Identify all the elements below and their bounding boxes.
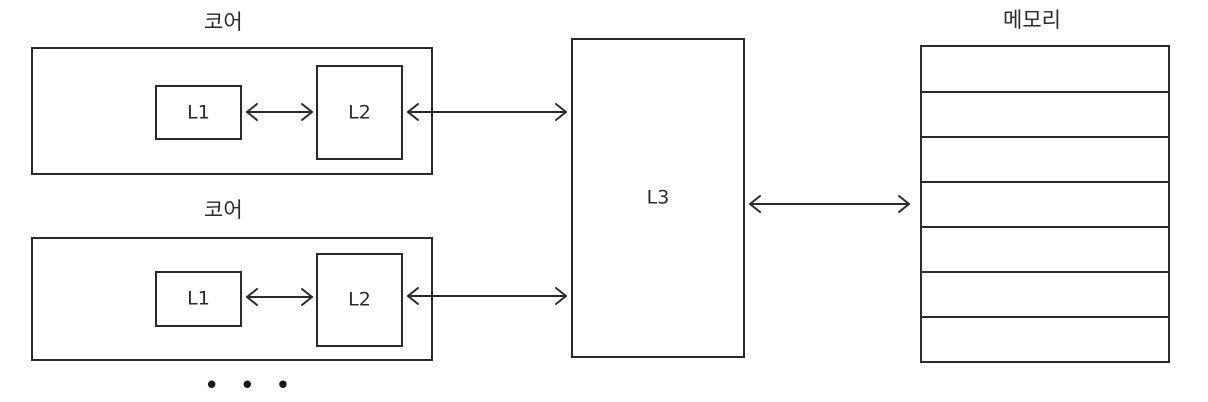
arrow-core-1-l1-l2 bbox=[246, 103, 313, 121]
memory-title: 메모리 bbox=[1003, 8, 1061, 32]
l3-cache-box: L3 bbox=[571, 38, 745, 358]
memory-row-divider bbox=[922, 271, 1168, 273]
core-1-l2-label: L2 bbox=[348, 101, 371, 123]
core-2-l1-box: L1 bbox=[155, 271, 242, 327]
core-2-l1-label: L1 bbox=[187, 287, 210, 310]
arrow-core-2-l2-l3 bbox=[407, 287, 567, 305]
core-2-title: 코어 bbox=[204, 198, 243, 222]
memory-row-divider bbox=[922, 136, 1168, 138]
core-2-l2-label: L2 bbox=[348, 288, 371, 311]
arrow-core-1-l2-l3 bbox=[407, 103, 567, 121]
core-1-title: 코어 bbox=[204, 10, 243, 34]
l3-cache-label: L3 bbox=[646, 186, 670, 209]
arrow-core-2-l1-l2 bbox=[246, 288, 313, 306]
arrow-l3-memory bbox=[749, 195, 910, 213]
memory-row-divider bbox=[922, 316, 1168, 318]
core-1-l2-box: L2 bbox=[316, 65, 403, 160]
core-2-l2-box: L2 bbox=[316, 253, 403, 347]
more-cores-ellipsis: • • • bbox=[204, 371, 297, 401]
memory-row-divider bbox=[922, 181, 1168, 183]
core-1-l1-label: L1 bbox=[187, 101, 210, 123]
memory-box bbox=[920, 45, 1170, 363]
memory-row-divider bbox=[922, 91, 1168, 93]
memory-row-divider bbox=[922, 226, 1168, 228]
core-1-l1-box: L1 bbox=[155, 85, 242, 140]
